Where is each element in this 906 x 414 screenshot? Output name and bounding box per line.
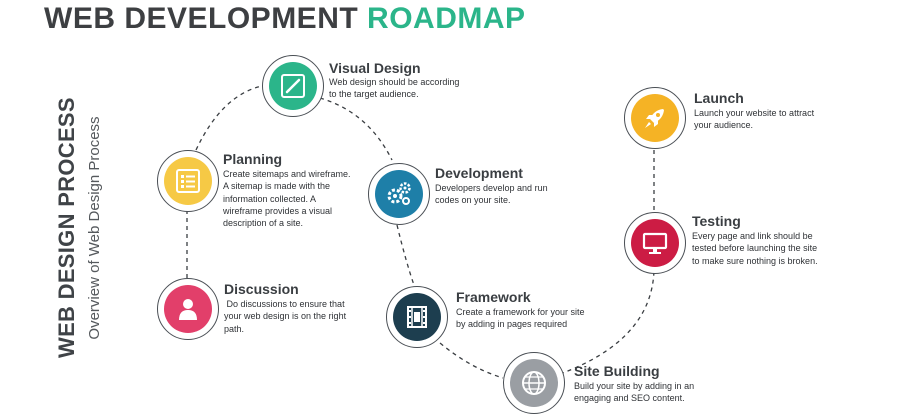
globe-icon <box>522 371 546 395</box>
site-building-node <box>503 352 565 414</box>
path-framework-sitebuilding <box>439 342 504 379</box>
pen-tablet-icon <box>281 74 305 98</box>
path-development-framework <box>396 224 415 286</box>
visual-design-circle <box>269 62 317 110</box>
framework-node <box>386 286 448 348</box>
roadmap-title-main: WEB DEVELOPMENT <box>44 2 359 35</box>
development-title: Development <box>435 165 523 181</box>
framework-desc: Create a framework for your site by addi… <box>456 307 585 330</box>
launch-title: Launch <box>694 90 744 106</box>
planning-node <box>157 150 219 212</box>
path-planning-visual <box>195 85 263 151</box>
development-circle <box>375 170 423 218</box>
launch-desc: Launch your website to attract your audi… <box>694 108 815 131</box>
testing-desc: Every page and link should be tested bef… <box>692 231 818 266</box>
development-node <box>368 163 430 225</box>
site-building-desc: Build your site by adding in an engaging… <box>574 381 695 404</box>
framework-title: Framework <box>456 289 531 305</box>
user-icon <box>179 299 197 320</box>
film-icon <box>407 306 427 328</box>
path-sitebuilding-testing <box>559 269 655 375</box>
monitor-icon <box>642 232 668 254</box>
roadmap-title: WEB DEVELOPMENT ROADMAP <box>44 2 526 36</box>
visual-design-title: Visual Design <box>329 60 421 76</box>
planning-title: Planning <box>223 151 283 167</box>
rocket-icon <box>645 109 664 128</box>
visual-design-node <box>262 55 324 117</box>
roadmap-title-accent: ROADMAP <box>367 2 526 35</box>
discussion-title: Discussion <box>224 281 299 297</box>
testing-circle <box>631 219 679 267</box>
discussion-desc: Do discussions to ensure that your web d… <box>224 299 347 334</box>
visual-design-desc: Web design should be according to the ta… <box>329 77 460 100</box>
planning-desc: Create sitemaps and wireframe. A sitemap… <box>223 169 351 229</box>
development-desc: Developers develop and run codes on your… <box>435 183 548 206</box>
launch-node <box>624 87 686 149</box>
path-visual-development <box>319 97 393 161</box>
discussion-circle <box>164 285 212 333</box>
checklist-icon <box>176 169 200 193</box>
launch-circle <box>631 94 679 142</box>
framework-circle <box>393 293 441 341</box>
testing-title: Testing <box>692 213 741 229</box>
planning-circle <box>164 157 212 205</box>
gears-icon <box>387 182 411 205</box>
site-building-circle <box>510 359 558 407</box>
testing-node <box>624 212 686 274</box>
discussion-node <box>157 278 219 340</box>
site-building-title: Site Building <box>574 363 660 379</box>
